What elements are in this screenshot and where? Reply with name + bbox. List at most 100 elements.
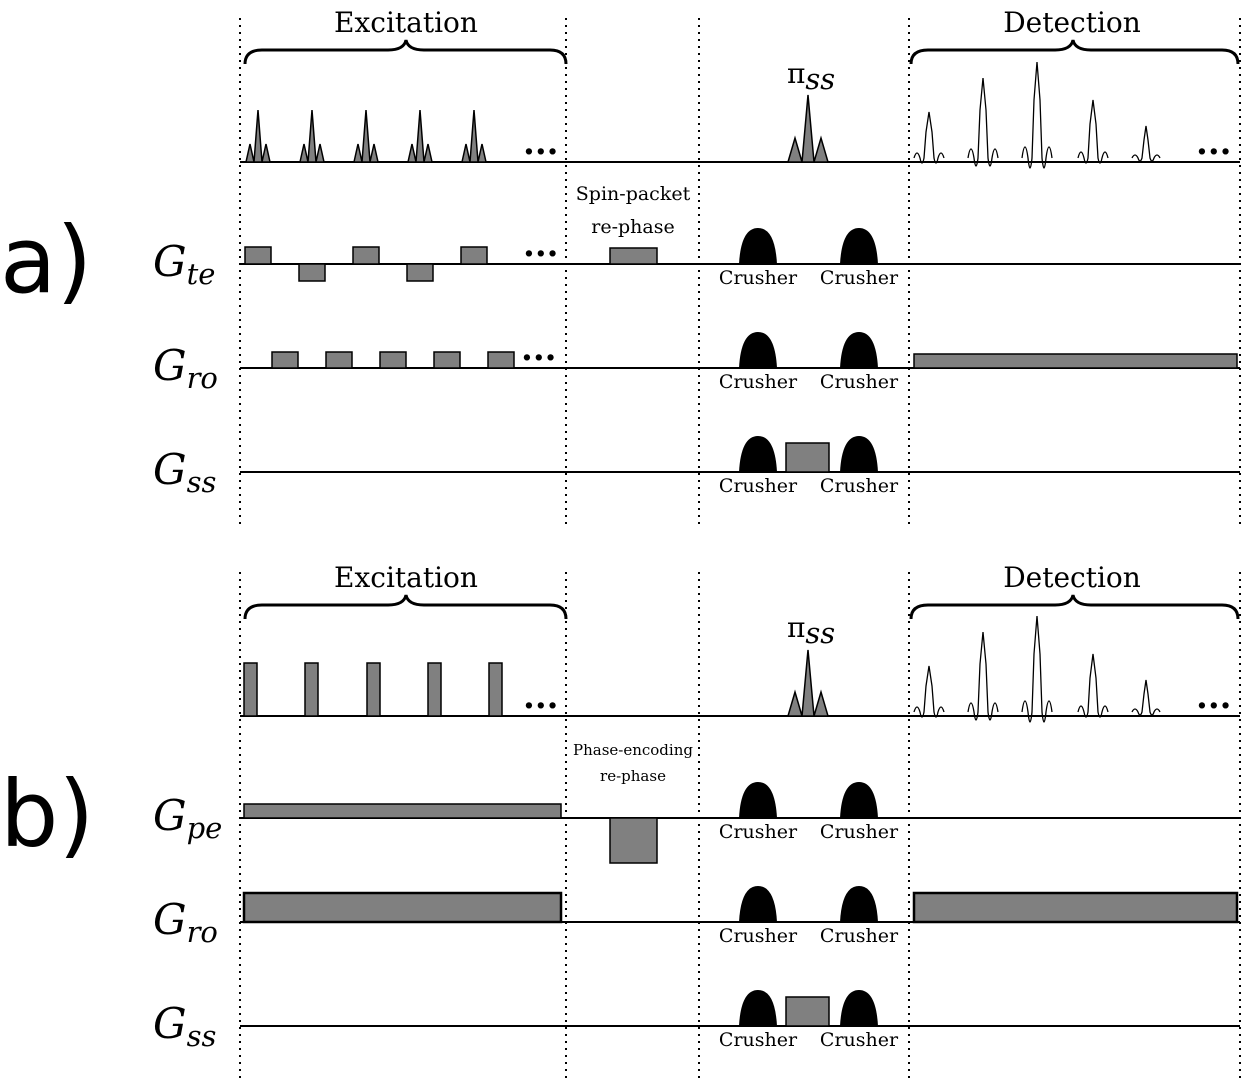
gte-crusher-label-1: Crusher (719, 267, 798, 289)
rephase-label-b-line2: re-phase (600, 767, 666, 785)
gro-crusher-label-2: Crusher (820, 371, 899, 393)
gte-gradients (244, 246, 658, 282)
gte-lobe-neg-1 (298, 263, 326, 282)
gte-crushers (739, 228, 878, 264)
panel-b: b) Excitation Detection πss ... ... Phas… (0, 561, 1240, 1053)
hard-pulse-3 (366, 662, 381, 717)
row-label-gro: Gro (153, 341, 218, 395)
row-label-gss-b: Gss (153, 999, 216, 1053)
detection-heading-b: Detection (1003, 561, 1141, 594)
gro-blip-1 (271, 351, 299, 369)
gte-lobe-pos-1 (244, 246, 272, 265)
gpe-rephase-lobe (609, 817, 658, 864)
hard-pulse-2 (304, 662, 319, 717)
gte-lobe-neg-2 (406, 263, 434, 282)
sinc-pulse-2 (299, 109, 325, 163)
rephase-label-line2: re-phase (591, 216, 674, 238)
sinc-pulse-3 (353, 109, 379, 163)
gpe-crusher-2 (840, 782, 878, 818)
gte-rephase-lobe (609, 247, 658, 265)
row-label-gro-b: Gro (153, 895, 218, 949)
excitation-brace-b (243, 594, 568, 620)
panel-a-label: a) (0, 207, 92, 314)
sinc-pulse-4 (407, 109, 433, 163)
gro-gradients (271, 351, 1238, 369)
gss-crusher-2 (840, 436, 878, 472)
gss-b-slice-select (785, 996, 830, 1027)
echo-1 (913, 111, 945, 164)
gro-ellipsis: ... (521, 329, 557, 369)
detection-ellipsis: ... (1196, 123, 1232, 163)
gro-blip-2 (325, 351, 353, 369)
detection-heading: Detection (1003, 6, 1141, 39)
gpe-crushers (739, 782, 878, 818)
gro-crushers (739, 332, 878, 368)
gte-lobe-pos-2 (352, 246, 380, 265)
hard-pulse-1 (243, 662, 258, 717)
gss-b-crushers (739, 990, 878, 1026)
row-label-gpe: Gpe (153, 791, 222, 845)
gpe-crusher-1 (739, 782, 777, 818)
sinc-pulse-1 (245, 109, 271, 163)
gss-slice-select (785, 442, 830, 473)
hard-pulse-5 (488, 662, 503, 717)
excitation-ellipsis-b: ... (523, 677, 559, 717)
detection-ellipsis-b: ... (1196, 677, 1232, 717)
echo-5 (1131, 125, 1161, 162)
pi-refocus-pulse-b (787, 649, 829, 717)
gro-b-crusher-label-1: Crusher (719, 925, 798, 947)
gro-b-crusher-2 (840, 886, 878, 922)
gro-b-crusher-1 (739, 886, 777, 922)
gte-crusher-1 (739, 228, 777, 264)
gro-blip-5 (487, 351, 515, 369)
echo-b-5 (1131, 679, 1161, 716)
dotted-guides (239, 18, 1241, 1080)
hard-pulses (243, 649, 829, 717)
gte-crusher-label-2: Crusher (820, 267, 899, 289)
gro-blip-4 (433, 351, 461, 369)
pi-ss-label-b: πss (787, 611, 835, 650)
gro-readout (913, 353, 1238, 369)
echo-2 (967, 77, 999, 167)
panel-a: a) Excitation Detection πss ... ... (0, 6, 1240, 499)
gro-b-crushers (739, 886, 878, 922)
gss-crusher-label-2: Crusher (820, 475, 899, 497)
sinc-pulse-5 (461, 109, 487, 163)
gss-b-crusher-label-1: Crusher (719, 1029, 798, 1051)
gpe-blip-train (243, 803, 562, 819)
gro-blip-3 (379, 351, 407, 369)
gro-crusher-label-1: Crusher (719, 371, 798, 393)
gte-ellipsis: ... (523, 225, 559, 265)
gpe-gradients (243, 803, 658, 864)
gpe-crusher-label-1: Crusher (719, 821, 798, 843)
gro-crusher-1 (739, 332, 777, 368)
echo-4 (1077, 99, 1109, 164)
rephase-label-line1: Spin-packet (576, 183, 691, 205)
rephase-label-b-line1: Phase-encoding (573, 741, 693, 759)
excitation-heading-b: Excitation (334, 561, 478, 594)
gss-b-crusher-label-2: Crusher (820, 1029, 899, 1051)
gro-b-excitation-readout (242, 891, 563, 924)
pi-ss-label: πss (787, 57, 835, 96)
excitation-pulses (245, 94, 829, 163)
echo-b-3 (1021, 615, 1053, 723)
echo-signals (913, 61, 1161, 169)
row-label-gss: Gss (153, 445, 216, 499)
echo-3 (1021, 61, 1053, 169)
excitation-heading: Excitation (334, 6, 478, 39)
gro-b-crusher-label-2: Crusher (820, 925, 899, 947)
echo-b-1 (913, 665, 945, 718)
echo-b-4 (1077, 653, 1109, 718)
gro-crusher-2 (840, 332, 878, 368)
excitation-ellipsis: ... (523, 123, 559, 163)
gpe-crusher-label-2: Crusher (820, 821, 899, 843)
panel-b-label: b) (0, 761, 94, 868)
detection-brace (909, 39, 1240, 65)
hard-pulse-4 (427, 662, 442, 717)
row-label-gte: Gte (153, 237, 215, 291)
gte-crusher-2 (840, 228, 878, 264)
gss-b-crusher-2 (840, 990, 878, 1026)
gro-b-gradients (242, 891, 1239, 924)
gss-crushers (739, 436, 878, 472)
